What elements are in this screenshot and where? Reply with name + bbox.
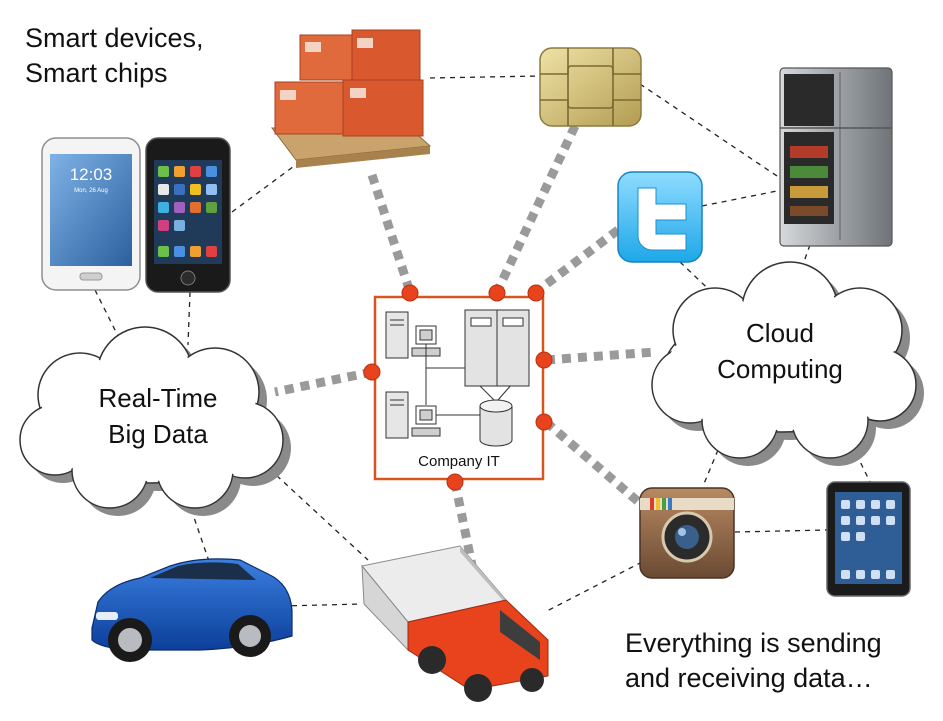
link-instagram-truck bbox=[544, 561, 643, 613]
link-cloud-instagram bbox=[702, 449, 719, 487]
link-cloud-tablet bbox=[851, 444, 871, 483]
cloud-computing-line-2: Computing bbox=[717, 354, 843, 384]
pallet-boxes-icon bbox=[271, 29, 432, 168]
port-dot bbox=[446, 473, 464, 491]
cloud-big-data: Real-Time Big Data bbox=[19, 326, 291, 516]
caption-top-line-2: Smart chips bbox=[25, 58, 168, 88]
smartphone-icon: 12:03 Mon, 26 Aug bbox=[41, 137, 141, 291]
caption-bottom-line-1: Everything is sending bbox=[625, 628, 882, 658]
sim-chip-icon bbox=[539, 47, 642, 127]
link-company-cloud bbox=[545, 347, 656, 365]
port-dot bbox=[401, 284, 419, 302]
links bbox=[94, 75, 871, 613]
link-twitter-company bbox=[533, 226, 621, 296]
refrigerator-icon bbox=[779, 67, 893, 247]
thin-links bbox=[94, 75, 871, 613]
port-dot bbox=[535, 413, 553, 431]
company-it-label: Company IT bbox=[418, 453, 500, 470]
smartphone-icon bbox=[145, 137, 231, 293]
twitter-icon bbox=[617, 171, 703, 263]
link-phones-boxes bbox=[231, 157, 306, 213]
link-chip-company bbox=[492, 124, 580, 294]
cloud-computing: Cloud Computing bbox=[651, 261, 924, 466]
link-boxes-company bbox=[367, 173, 415, 294]
company-it-node: Company IT bbox=[363, 284, 553, 491]
link-boxes-chip bbox=[429, 75, 541, 79]
link-phone1-bigdata bbox=[94, 289, 126, 351]
truck-icon bbox=[361, 545, 549, 702]
thick-links bbox=[274, 124, 656, 581]
link-phone2-bigdata bbox=[187, 291, 191, 346]
port-dot bbox=[535, 351, 553, 369]
link-bigdata-truck bbox=[261, 461, 369, 561]
link-company-bigdata bbox=[274, 367, 373, 397]
phone-clock: 12:03 bbox=[70, 165, 113, 184]
car-icon bbox=[91, 558, 293, 662]
port-dot bbox=[488, 284, 506, 302]
link-chip-fridge bbox=[639, 83, 781, 179]
caption-top-line-1: Smart devices, bbox=[25, 23, 204, 53]
caption-bottom-line-2: and receiving data… bbox=[625, 663, 873, 693]
cloud-computing-line-1: Cloud bbox=[746, 318, 814, 348]
link-company-instagram bbox=[543, 418, 645, 509]
port-dot bbox=[363, 363, 381, 381]
server-rack-icon bbox=[464, 309, 530, 387]
link-twitter-fridge bbox=[701, 189, 783, 207]
link-instagram-tablet bbox=[734, 529, 829, 533]
big-data-line-1: Real-Time bbox=[99, 383, 218, 413]
port-dot bbox=[527, 284, 545, 302]
tablet-icon bbox=[826, 481, 911, 597]
link-car-truck bbox=[281, 603, 363, 607]
big-data-line-2: Big Data bbox=[108, 419, 208, 449]
phone-date: Mon, 26 Aug bbox=[74, 188, 108, 194]
database-icon bbox=[479, 399, 513, 447]
connection-ports bbox=[363, 284, 553, 491]
instagram-icon bbox=[639, 487, 735, 579]
